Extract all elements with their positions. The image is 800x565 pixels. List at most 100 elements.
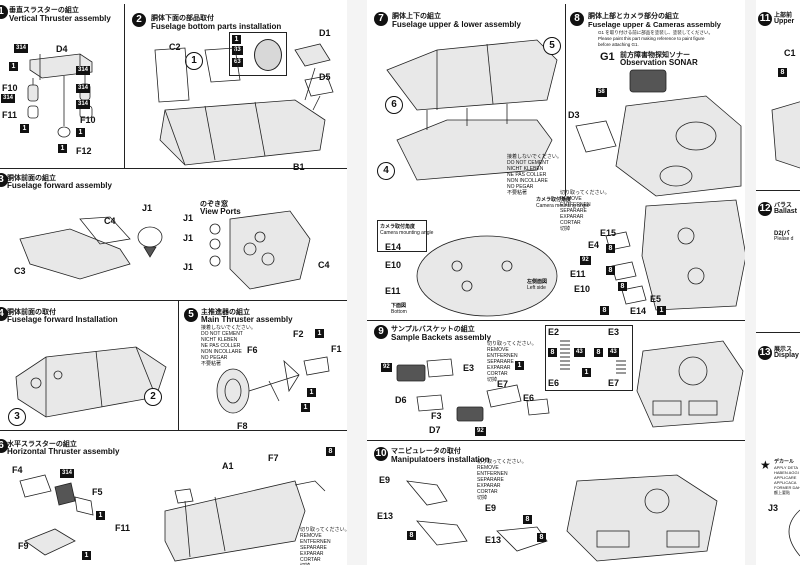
sub-assembly-marker: 5 — [543, 37, 561, 55]
part-label: E4 — [588, 240, 600, 250]
bottom-view-jp: 下面図 — [391, 303, 407, 309]
sub-assembly-marker: 3 — [8, 408, 26, 426]
part-label: F10 — [80, 115, 96, 125]
qty-badge: 1 — [232, 35, 241, 44]
step-number: 13 — [758, 346, 772, 360]
step-10-title-en: Manipulatoers installation — [391, 455, 490, 464]
part-label: J1 — [142, 203, 153, 213]
fuselage-forward-drawing — [19, 210, 311, 290]
part-label: E14 — [630, 306, 647, 316]
part-label: B1 — [293, 162, 305, 172]
fuselage-upper-drawing — [575, 69, 742, 197]
part-label: F2 — [293, 329, 304, 339]
paint-note-en: Please paint this part making reference … — [598, 36, 705, 47]
qty-badge: 1 — [301, 403, 310, 412]
step-5-title-jp: 主推進器の組立 — [201, 309, 250, 316]
part-label: J3 — [768, 503, 779, 513]
main-thruster-drawing — [216, 356, 330, 414]
part-label: J1 — [183, 233, 194, 243]
divider — [0, 300, 347, 301]
step-12-title-jp: バラス — [774, 203, 792, 209]
instruction-page-left: 垂直スラスターの組立 Vertical Thruster assembly 31… — [0, 0, 347, 565]
code-badge: 314 — [1, 94, 16, 103]
part-label: C4 — [318, 260, 330, 270]
step-7-title-en: Fuselage upper & lower assembly — [392, 20, 521, 29]
step-11-title-en: Upper — [774, 18, 795, 25]
camera-angle-box: カメラ取付角度 Camera mounting angle — [377, 220, 433, 252]
part-label: F11 — [115, 523, 131, 533]
paint-note-jp: G1 を取り付ける前に部品を塗装し、塗装してください。 — [598, 30, 713, 35]
part-label: G1 — [600, 51, 615, 63]
qty-badge: 8 — [594, 348, 603, 357]
part-label: F4 — [12, 465, 23, 475]
code-badge: 314 — [60, 469, 75, 478]
viewport-label-jp: のぞき窓 — [200, 201, 228, 208]
warning-note: 切り取ってください。 REMOVE ENTFERNEN SEPARARE EXP… — [487, 341, 537, 383]
warning-note: 切り取ってください。 REMOVE ENTFERNEN SEPARARE EXP… — [300, 527, 347, 565]
instruction-page-middle: 7 胴体上下の組立 Fuselage upper & lower assembl… — [367, 0, 745, 565]
part-label: F6 — [247, 345, 258, 355]
qty-badge: 1 — [315, 329, 324, 338]
step-12-title-en: Ballast — [774, 208, 797, 215]
qty-badge: 1 — [9, 62, 18, 71]
display-stand-drawing — [788, 509, 800, 557]
warning-note: 接着しないでください。 DO NOT CEMENT NICHT KLEBEN N… — [201, 325, 256, 367]
part-label: E9 — [379, 475, 391, 485]
part-label: E2 — [548, 327, 560, 337]
step-4-title-en: Fuselage forward Installation — [7, 315, 118, 324]
part-label: E15 — [600, 228, 617, 238]
fuselage-bottom-drawing — [154, 43, 334, 166]
step-2-fuselage-bottom: 2 胴体下面の部品取付 Fuselage bottom parts instal… — [125, 0, 347, 172]
fuselage-upper-lower-drawing — [386, 39, 558, 181]
warning-note: 接着しないでください。 DO NOT CEMENT NICHT KLEBEN N… — [507, 154, 562, 196]
qty-badge: 8 — [523, 515, 532, 524]
step-7-fuselage-upper-lower: 7 胴体上下の組立 Fuselage upper & lower assembl… — [367, 0, 565, 196]
qty-badge: 8 — [548, 348, 557, 357]
code-badge: 314 — [76, 100, 91, 109]
part-label: F3 — [431, 411, 442, 421]
qty-badge: 1 — [96, 511, 105, 520]
part-label: E14 — [385, 242, 402, 252]
part-label: J1 — [183, 213, 194, 223]
code-badge: 314 — [14, 44, 29, 53]
step-number: 1 — [0, 5, 8, 19]
code-badge: 43 — [574, 348, 585, 357]
step-number: 5 — [184, 308, 198, 322]
left-side-jp: 左側面図 — [527, 279, 548, 285]
step-3-fuselage-forward: 胴体前面の組立 Fuselage forward assembly C4 C3 … — [0, 169, 347, 300]
step-number: 7 — [374, 12, 388, 26]
star-note: APPLY DETA HABEN AGGI APPLICARE APPLICAC… — [774, 465, 800, 495]
qty-badge: 8 — [778, 68, 787, 77]
camera-bottom-view-drawing — [416, 235, 558, 317]
step-4-fuselage-forward-install: 胴体前面の取付 Fuselage forward Installation 3 … — [0, 301, 178, 430]
vertical-thruster-drawing — [27, 53, 93, 138]
qty-badge: 1 — [20, 124, 29, 133]
code-badge: 92 — [381, 363, 392, 372]
part-label: F5 — [92, 487, 103, 497]
part-label: E10 — [385, 260, 402, 270]
part-label: E11 — [570, 269, 586, 279]
divider — [756, 332, 800, 333]
qty-badge: 1 — [657, 306, 666, 315]
step-8-fuselage-upper-cameras: 8 胴体上部とカメラ部分の組立 Fuselage upper & Cameras… — [536, 0, 745, 320]
step-6-title-en: Horizontal Thruster assembly — [7, 447, 120, 456]
step-9-sample-baskets: 9 サンプルバスケットの組立 Sample Backets assembly 切… — [367, 321, 745, 440]
qty-badge: 8 — [326, 447, 335, 456]
part-label: F11 — [2, 110, 18, 120]
step-6-horizontal-thruster: 水平スラスターの組立 Horizontal Thruster assembly … — [0, 431, 347, 565]
part-label: C4 — [104, 216, 116, 226]
camera-angle-jp: カメラ取付角度 — [536, 197, 572, 203]
step-2-title-jp: 胴体下面の部品取付 — [151, 15, 214, 22]
step-number: 2 — [132, 13, 146, 27]
star-icon: ★ — [760, 458, 771, 472]
qty-badge: 1 — [58, 144, 67, 153]
code-badge: 314 — [76, 84, 91, 93]
qty-badge: 1 — [582, 368, 591, 377]
qty-badge: 1 — [76, 128, 85, 137]
sample-basket-drawing — [396, 358, 550, 422]
basket-icon — [560, 340, 570, 370]
step-1-title-en: Vertical Thruster assembly — [9, 14, 111, 23]
step-9-title-jp: サンプルバスケットの組立 — [391, 326, 475, 333]
part-label: C2 — [169, 42, 181, 52]
part-label: E9 — [485, 503, 497, 513]
